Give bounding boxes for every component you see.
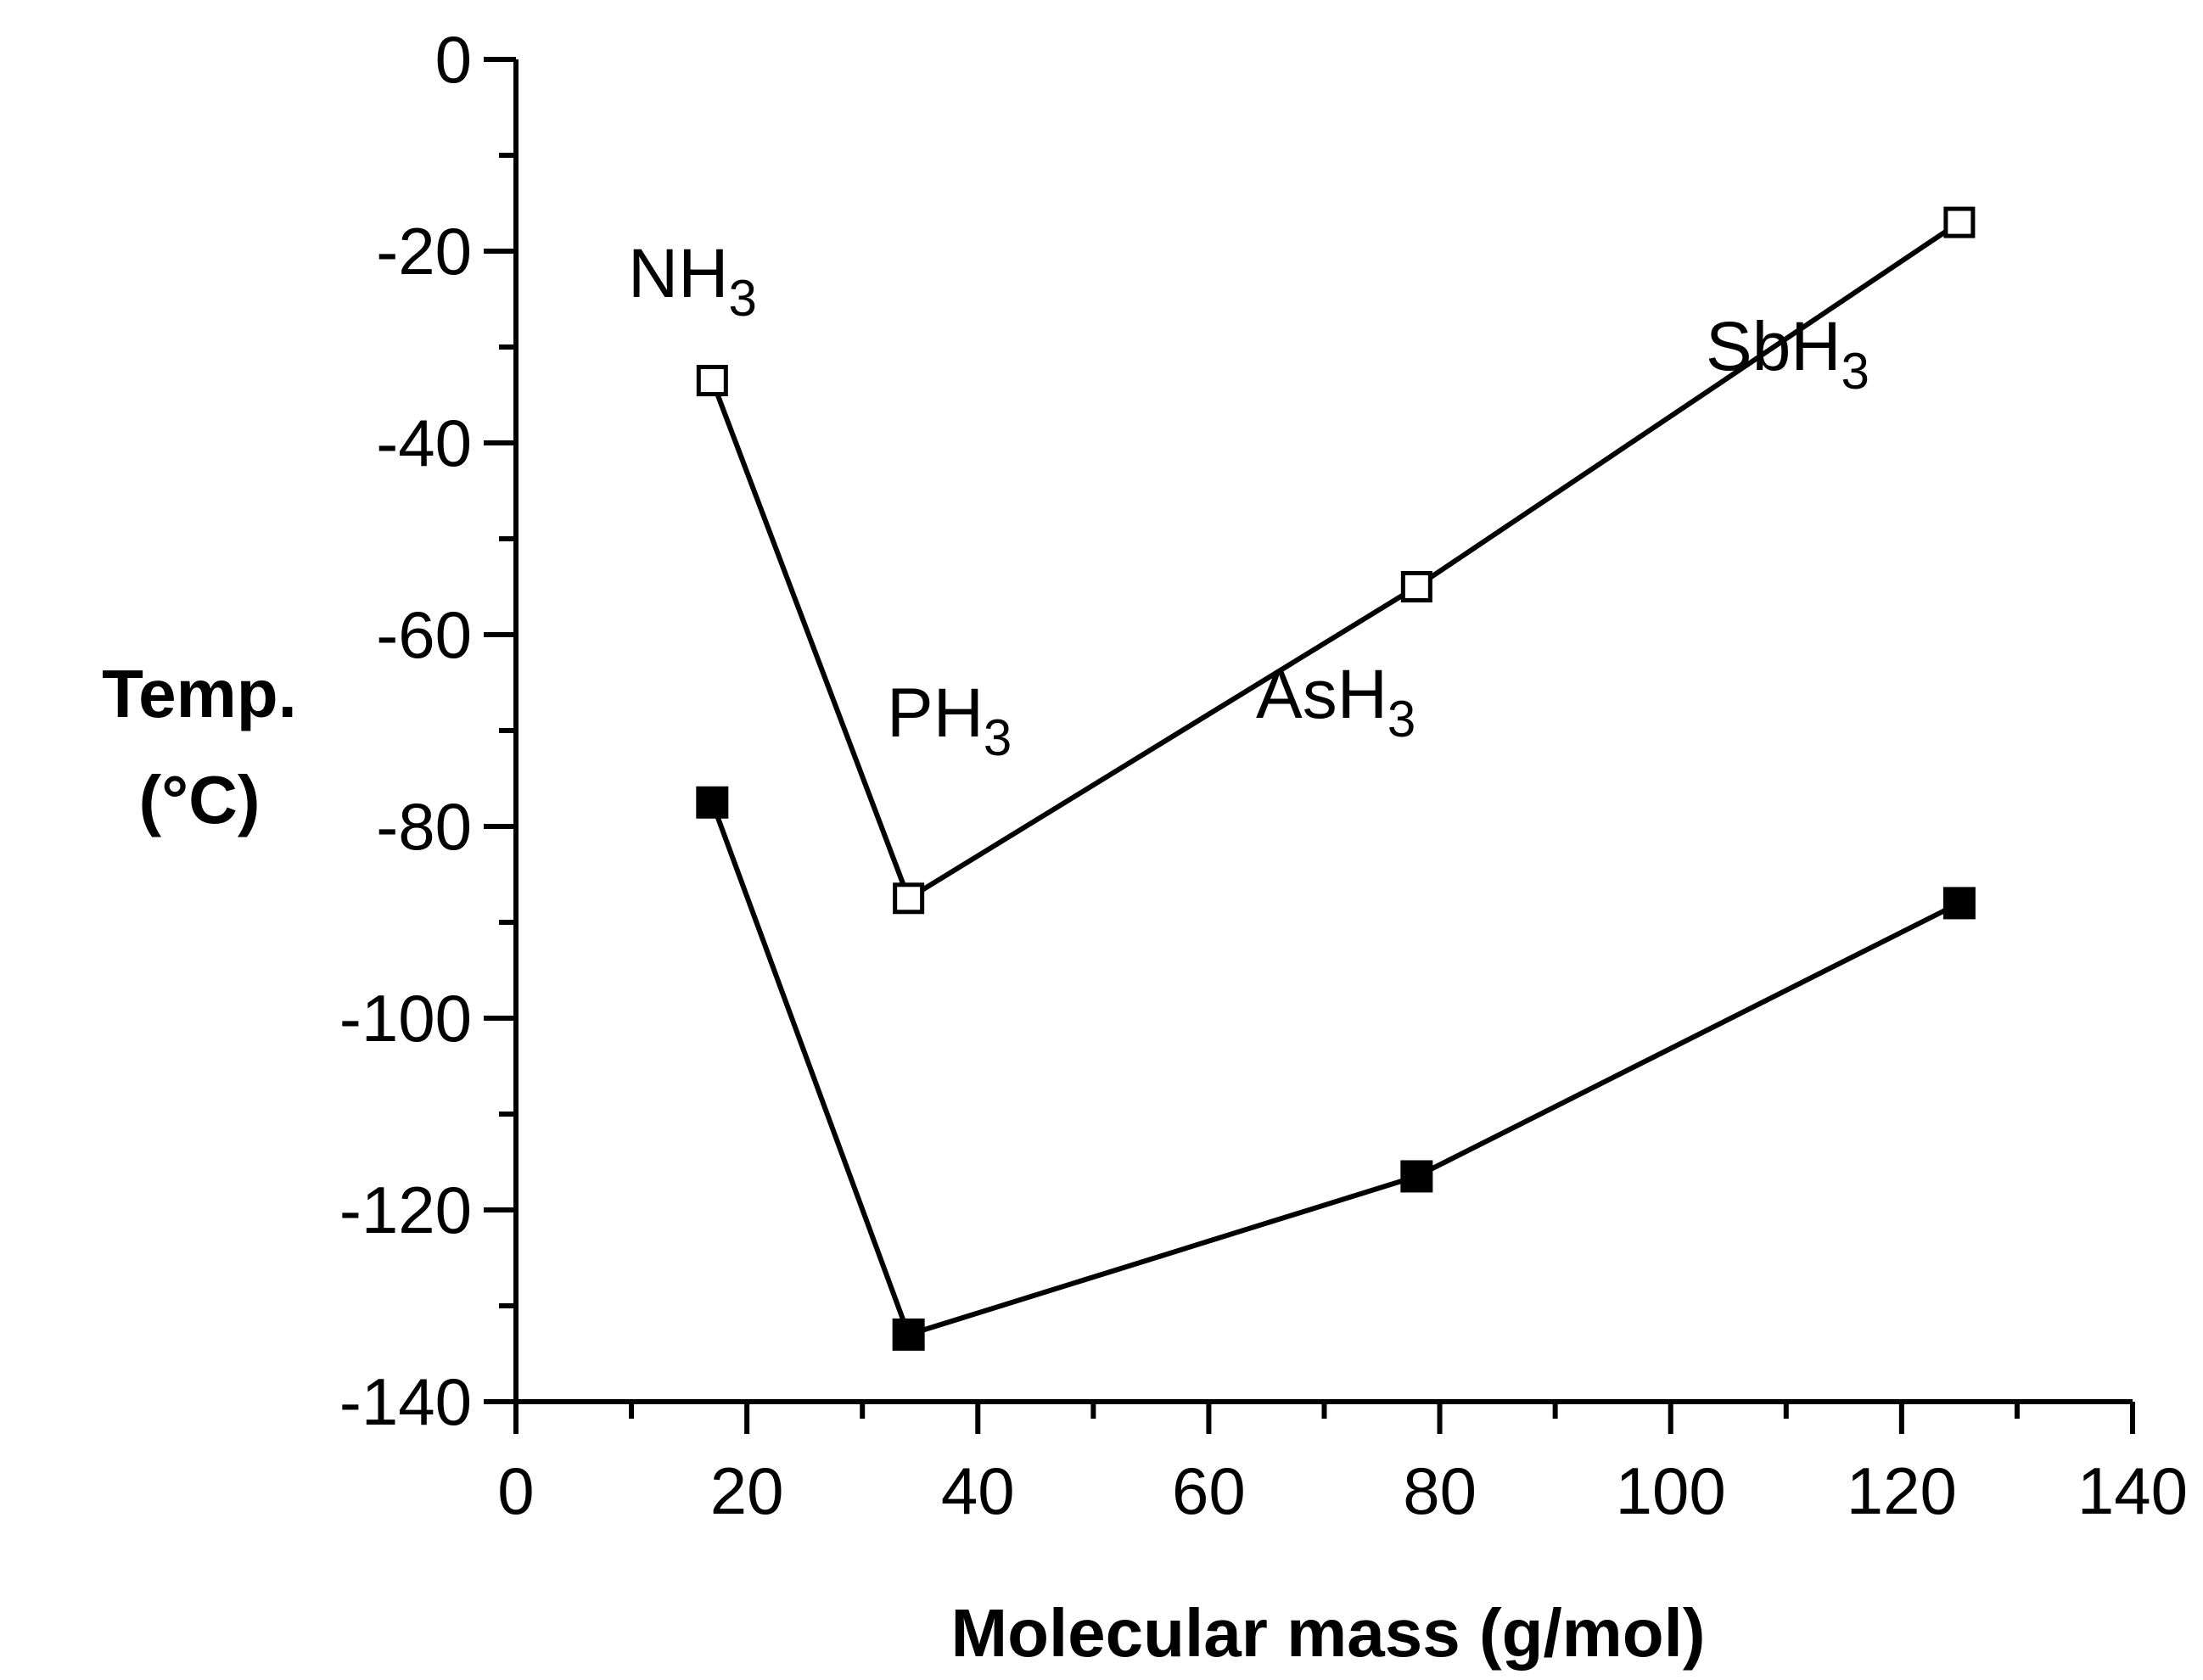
y-tick-label: -60 [376, 597, 472, 672]
y-tick-label: -20 [376, 214, 472, 288]
series-1 [696, 206, 1976, 915]
x-tick-label: 60 [1172, 1453, 1246, 1528]
x-tick-label: 100 [1616, 1453, 1726, 1528]
x-axis-title: Molecular mass (g/mol) [950, 1595, 1705, 1671]
x-tick-label: 0 [497, 1453, 534, 1528]
series-layer [696, 206, 1976, 1351]
filled-square-marker [1400, 1160, 1433, 1193]
filled-square-marker [696, 786, 729, 819]
x-tick-label: 20 [710, 1453, 784, 1528]
y-tick-label: 0 [435, 22, 472, 97]
x-tick-label: 40 [941, 1453, 1015, 1528]
ph3-label: PH3 [887, 675, 1012, 766]
filled-square-marker [1942, 887, 1976, 920]
x-tick-label: 80 [1403, 1453, 1477, 1528]
x-tick-label: 140 [2077, 1453, 2188, 1528]
y-tick-label: -140 [339, 1364, 472, 1439]
open-square-marker [1943, 206, 1976, 238]
y-tick-label: -120 [339, 1173, 472, 1247]
open-square-marker [696, 365, 728, 397]
series-1-line [709, 220, 1961, 903]
series-2-line [709, 801, 1961, 1338]
nh3-label: NH3 [628, 235, 757, 327]
open-square-marker [893, 882, 925, 915]
y-axis-title-line-1: Temp. [102, 656, 297, 731]
ash3-label: AsH3 [1256, 656, 1415, 748]
y-tick-label: -40 [376, 406, 472, 480]
axes: 0 -20 -40 -60 -80 -100 -120 -140 0 20 40 60 80 100 120… [339, 22, 2188, 1528]
series-2 [696, 786, 1976, 1351]
x-tick-label: 120 [1847, 1453, 1957, 1528]
open-square-marker [1400, 571, 1432, 602]
y-tick-label: -80 [376, 789, 472, 864]
filled-square-marker [892, 1318, 925, 1351]
y-axis-title-line-2: (°C) [138, 762, 260, 837]
y-tick-label: -100 [339, 981, 472, 1056]
sbh3-label: SbH3 [1706, 308, 1869, 400]
